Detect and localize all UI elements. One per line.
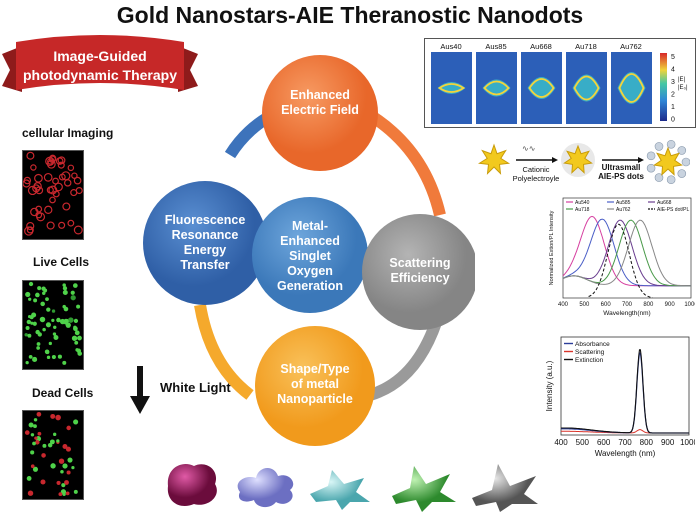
svg-text:Extinction: Extinction (575, 357, 604, 364)
label-live-cells: Live Cells (33, 255, 90, 269)
star-particle-small (310, 470, 370, 510)
svg-text:600: 600 (601, 302, 612, 308)
circle-scattering (362, 214, 475, 330)
svg-text:800: 800 (643, 302, 654, 308)
svg-text:600: 600 (597, 438, 611, 447)
svg-text:700: 700 (622, 302, 633, 308)
svg-text:Au668: Au668 (530, 42, 552, 51)
svg-text:5: 5 (671, 54, 675, 61)
svg-text:Cationic: Cationic (522, 165, 549, 174)
svg-text:Normalized Extion/PL Intensity: Normalized Extion/PL Intensity (549, 210, 555, 285)
svg-text:4: 4 (671, 67, 675, 74)
svg-text:1: 1 (671, 104, 675, 111)
svg-text:AIE-PS dot/PL: AIE-PS dot/PL (657, 207, 689, 213)
circle-fret (143, 181, 267, 305)
svg-text:500: 500 (576, 438, 590, 447)
svg-text:|E|: |E| (678, 77, 686, 83)
svg-text:500: 500 (579, 302, 590, 308)
banner-ribbon: Image-Guided photodynamic Therapy (2, 35, 198, 92)
circle-electric-field (262, 55, 378, 171)
svg-text:2: 2 (671, 92, 675, 99)
svg-text:Aus40: Aus40 (440, 42, 461, 51)
svg-text:Au718: Au718 (575, 207, 590, 213)
svg-text:Absorbance: Absorbance (575, 341, 610, 348)
svg-text:Wavelength (nm): Wavelength (nm) (595, 449, 656, 458)
svg-text:700: 700 (618, 438, 632, 447)
svg-text:Ultrasmall: Ultrasmall (602, 163, 641, 172)
svg-text:Scattering: Scattering (575, 349, 605, 356)
svg-text:AIE-PS dots: AIE-PS dots (598, 172, 644, 181)
svg-text:Au718: Au718 (575, 42, 597, 51)
circle-shape-type (255, 326, 375, 446)
svg-text:900: 900 (665, 302, 676, 308)
svg-text:Aus85: Aus85 (485, 42, 506, 51)
svg-text:Au585: Au585 (616, 200, 631, 206)
svg-text:800: 800 (640, 438, 654, 447)
bumpy-particle (237, 467, 294, 508)
label-white-light: White Light (160, 380, 231, 395)
arc-yellow (194, 303, 254, 400)
mechanism-cycle-diagram (143, 55, 475, 446)
svg-text:400: 400 (558, 302, 569, 308)
field-maps-panel: Aus40 Aus85 Au668 Au718 Au762 5 4 3 2 1 0 |E| |E₀| (424, 38, 696, 128)
svg-text:Au762: Au762 (616, 207, 631, 213)
sphere-particle (167, 464, 217, 506)
svg-text:Polyelectroyle: Polyelectroyle (513, 174, 560, 183)
arc-orange (366, 109, 446, 217)
nanoparticle-shapes (167, 464, 538, 512)
star-particle-medium (392, 466, 456, 512)
svg-text:∿∿: ∿∿ (522, 144, 535, 153)
dead-cells-panel (22, 410, 84, 500)
svg-text:Intensity (a.u.): Intensity (a.u.) (545, 360, 554, 411)
live-cells-panel (22, 280, 84, 370)
down-arrow-icon (130, 366, 150, 414)
label-cellular-imaging: cellular Imaging (22, 126, 114, 140)
svg-text:Wavelength(nm): Wavelength(nm) (603, 310, 650, 317)
svg-text:3: 3 (671, 79, 675, 86)
svg-text:Au668: Au668 (657, 200, 672, 206)
svg-text:1000: 1000 (680, 438, 695, 447)
svg-text:0: 0 (671, 117, 675, 124)
cellular-imaging-panel (22, 150, 84, 240)
svg-text:Au762: Au762 (620, 42, 642, 51)
banner-line1: Image-Guided (53, 48, 146, 64)
page-title: Gold Nanostars-AIE Theranostic Nanodots (116, 2, 584, 28)
svg-text:900: 900 (661, 438, 675, 447)
svg-text:1000: 1000 (684, 302, 695, 308)
synthesis-scheme: ∿∿ Cationic Polyelectroyle Ultrasmall AI… (478, 139, 690, 185)
svg-text:|E₀|: |E₀| (678, 85, 688, 91)
svg-text:Au540: Au540 (575, 200, 590, 206)
banner-line2: photodynamic Therapy (23, 67, 177, 83)
label-dead-cells: Dead Cells (32, 386, 94, 400)
circle-singlet-oxygen (252, 197, 368, 313)
star-particle-large (472, 464, 538, 512)
svg-text:400: 400 (554, 438, 568, 447)
